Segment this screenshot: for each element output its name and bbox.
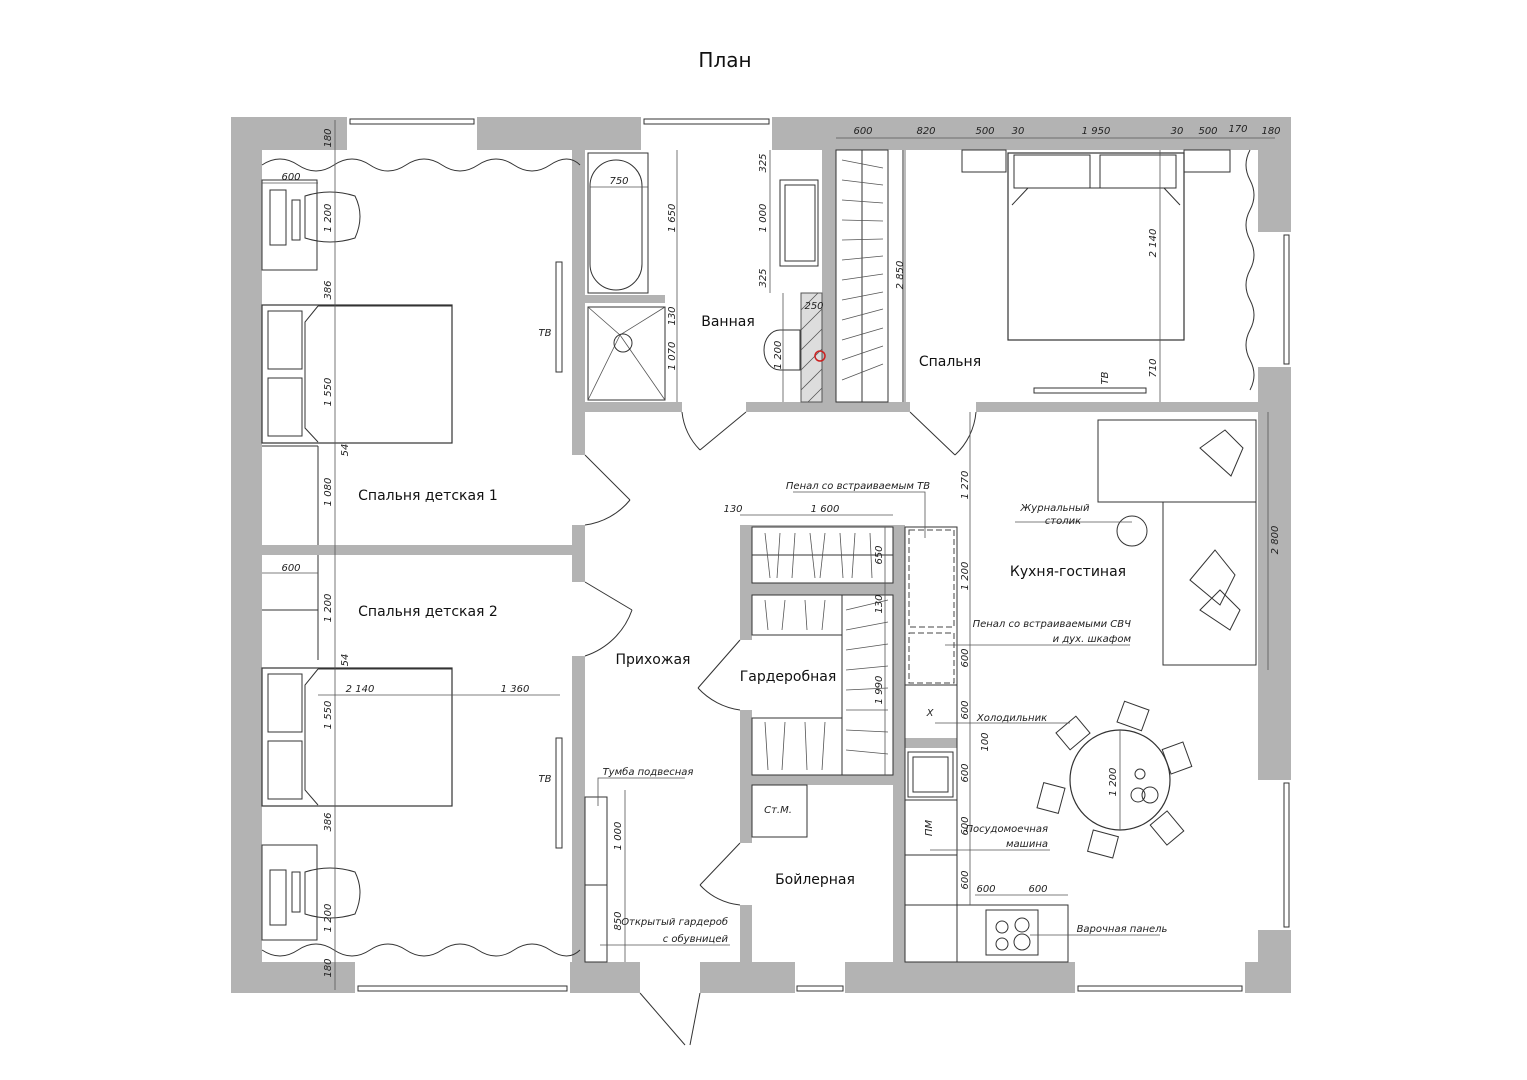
open-wardrobe-label: с обувницей — [663, 933, 729, 945]
dim: 2 850 — [895, 261, 906, 290]
dim: 1 650 — [667, 204, 678, 233]
dim: 386 — [323, 812, 334, 831]
leader-lines — [597, 491, 1160, 946]
bath-furniture — [587, 152, 826, 401]
hanging-cabinet-label: Тумба подвесная — [603, 766, 694, 778]
room-label-bath: Ванная — [701, 314, 755, 330]
hatch — [800, 292, 823, 403]
dim: 2 140 — [346, 684, 375, 695]
dim: 130 — [667, 306, 678, 325]
dim: 180 — [323, 958, 334, 977]
open-wardrobe-label: Открытый гардероб — [621, 916, 728, 928]
dim: 710 — [1148, 358, 1159, 377]
dim: 1 270 — [960, 471, 971, 500]
tv-label: ТВ — [1100, 371, 1111, 384]
wardrobe-shelves — [751, 526, 894, 838]
dim: 30 — [1171, 126, 1184, 137]
doors — [584, 411, 977, 1046]
room-label-kids1: Спальня детская 1 — [358, 488, 498, 504]
dim: 1 600 — [811, 504, 840, 515]
room-label-boiler: Бойлерная — [775, 872, 855, 888]
kids1-furniture — [261, 158, 581, 545]
dim: 1 200 — [323, 204, 334, 233]
dim: 600 — [853, 126, 872, 137]
dim: 500 — [975, 126, 994, 137]
dim: 1 990 — [874, 676, 885, 705]
penal-microwave-label: Пенал со встраиваемыми СВЧ — [973, 619, 1132, 630]
dim: 820 — [916, 126, 935, 137]
dim: 1 550 — [323, 701, 334, 730]
fridge-label: Холодильник — [976, 713, 1047, 724]
hob-label: Варочная панель — [1077, 924, 1168, 935]
windows — [347, 117, 1291, 993]
dim: 1 080 — [323, 478, 334, 507]
dishwasher-label: машина — [1006, 839, 1048, 850]
dim: 1 200 — [1108, 768, 1119, 797]
dim: 54 — [340, 444, 351, 457]
dim: 600 — [281, 563, 300, 574]
penal-microwave-label: и дух. шкафом — [1053, 634, 1132, 645]
dim: 1 550 — [323, 378, 334, 407]
kids2-furniture — [261, 555, 581, 957]
fridge-mark: Х — [926, 708, 935, 719]
room-label-bedroom: Спальня — [919, 354, 981, 370]
dim: 600 — [960, 700, 971, 719]
kitchen-furniture — [904, 419, 1257, 963]
dim: 1 950 — [1082, 126, 1111, 137]
plan-title: План — [698, 48, 751, 72]
penal-tv-label: Пенал со встраиваемым ТВ — [786, 481, 930, 492]
hall-furniture — [584, 796, 608, 963]
room-label-wardrobe: Гардеробная — [740, 669, 837, 685]
dim: 1 000 — [613, 822, 624, 851]
dim: 1 200 — [960, 562, 971, 591]
dim: 2 800 — [1270, 526, 1281, 555]
tv-label: ТВ — [539, 774, 552, 785]
dim: 850 — [613, 911, 624, 930]
room-label-hall: Прихожая — [616, 652, 691, 668]
dim: 130 — [723, 504, 742, 515]
dim: 1 360 — [501, 684, 530, 695]
dimension-texts: 180 600 1 200 386 1 550 54 1 080 600 1 2… — [281, 124, 1281, 978]
room-label-kitchen: Кухня-гостиная — [1010, 564, 1126, 580]
dim: 180 — [1261, 126, 1280, 137]
dim: 54 — [340, 654, 351, 667]
annotations: ТВ ТВ ТВ Пенал со встраиваемым ТВ Журнал… — [539, 328, 1168, 945]
dim: 600 — [281, 172, 300, 183]
room-label-kids2: Спальня детская 2 — [358, 604, 498, 620]
dimension-lines — [262, 120, 1275, 990]
dim: 1 200 — [323, 594, 334, 623]
coffee-table-label: столик — [1045, 516, 1081, 527]
dim: 600 — [960, 816, 971, 835]
dim: 1 200 — [323, 904, 334, 933]
dim: 180 — [323, 128, 334, 147]
dim: 750 — [609, 176, 628, 187]
dim: 130 — [874, 594, 885, 613]
coffee-table-label: Журнальный — [1020, 503, 1090, 514]
dim: 170 — [1228, 124, 1247, 135]
dim: 1 000 — [758, 204, 769, 233]
dim: 325 — [758, 153, 769, 172]
bedroom-furniture — [835, 149, 1255, 403]
dim: 1 200 — [773, 341, 784, 370]
tv-label: ТВ — [539, 328, 552, 339]
dim: 386 — [323, 280, 334, 299]
dim: 600 — [976, 884, 995, 895]
dim: 2 140 — [1148, 229, 1159, 258]
dim: 600 — [960, 648, 971, 667]
dim: 1 070 — [667, 342, 678, 371]
dim: 100 — [980, 732, 991, 751]
dim: 325 — [758, 268, 769, 287]
dim: 30 — [1012, 126, 1025, 137]
dim: 650 — [874, 545, 885, 564]
dishwasher-mark: ПМ — [924, 820, 935, 837]
dishwasher-label: Посудомоечная — [966, 824, 1049, 835]
washer-label: Ст.М. — [764, 805, 792, 816]
dim: 600 — [960, 763, 971, 782]
dim: 500 — [1198, 126, 1217, 137]
dim: 600 — [1028, 884, 1047, 895]
dim: 600 — [960, 870, 971, 889]
dim: 250 — [804, 301, 823, 312]
